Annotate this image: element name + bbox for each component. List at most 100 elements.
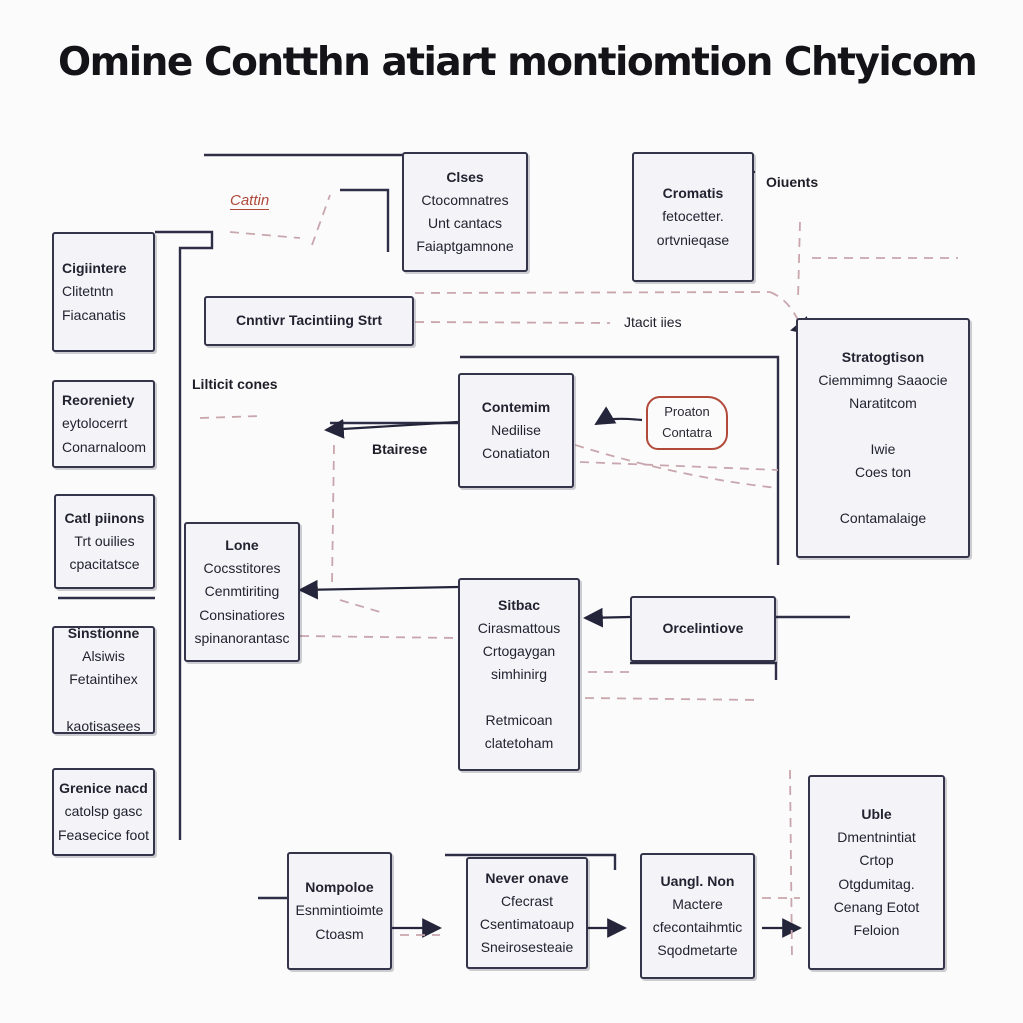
ungjnon-line-3: Sqodmetarte [657, 942, 738, 959]
cromasis-line-1: fetocetter. [662, 208, 724, 225]
cuntiver-box[interactable]: Cnntivr Tacintiing Strt [204, 296, 414, 346]
uble-line-2: Crtop [859, 852, 894, 869]
neveronave-line-3: Sneirosesteaie [480, 939, 574, 956]
mid-frame [460, 355, 780, 565]
stbac-line-4 [517, 686, 521, 709]
lone-line-0: Lone [225, 537, 259, 554]
gigintere-line-0: Cigiintere [62, 260, 127, 277]
dash-8 [199, 415, 261, 419]
arrow-curl [594, 406, 643, 426]
dash-11 [579, 461, 779, 471]
stbac-line-0: Sitbac [497, 596, 540, 613]
dash-3 [414, 321, 611, 324]
nompoloe-line-1: Esnmintioimte [295, 902, 384, 919]
catpitione-line-0: Catl piinons [64, 509, 145, 526]
contemim-line-1: Nedilise [491, 421, 541, 438]
dash-13 [339, 599, 381, 613]
orcelinove-box[interactable]: Orcelintiove [630, 596, 776, 662]
catpitione-line-2: cpacitatsce [69, 556, 140, 573]
greniceruod-line-1: catolsp gasc [64, 803, 143, 820]
arrow-to-stbac [583, 607, 631, 628]
sinstione-line-1: Alsiwis [82, 648, 125, 665]
gigintere-line-1: Clitetntn [62, 283, 114, 300]
never-frame [445, 853, 617, 870]
uble-line-0: Uble [861, 806, 892, 823]
dash-9 [331, 444, 335, 586]
stategtison-line-5: Coes ton [854, 464, 912, 481]
greniceruod-line-2: Feasecice foot [57, 826, 150, 843]
uble-line-1: Dmentnintiat [837, 829, 916, 846]
clses-line-3: Faiaptgamnone [416, 238, 514, 255]
btatrese-label: Btairese [372, 441, 428, 457]
reoretiety-line-2: Conarnaloom [62, 438, 147, 455]
orceli-frame [630, 661, 778, 680]
dash-12 [299, 635, 459, 639]
dash-1 [229, 231, 301, 239]
stbac-line-6: clatetoham [484, 735, 554, 752]
ungjnon-line-0: Uangl. Non [660, 872, 735, 889]
stbac-line-1: Cirasmattous [477, 619, 561, 636]
lone-line-4: spinanorantasc [194, 629, 290, 646]
contemim-line-2: Conatiaton [482, 445, 550, 462]
uble-line-3: Otgdumitag. [838, 875, 915, 892]
prouton-line-0: Proaton [664, 404, 710, 420]
arrow-to-lone [298, 579, 459, 600]
stategtison-line-7: Contamalaige [839, 510, 927, 527]
contemim-line-0: Contemim [481, 398, 551, 415]
uble-line-4: Cenang Eotot [833, 898, 920, 915]
stbac-line-3: simhinirg [490, 665, 547, 682]
clses-line-2: Unt cantacs [428, 215, 502, 231]
cuntiver-line-0: Cnntivr Tacintiing Strt [236, 312, 382, 329]
listie-cones-label: Lilticit cones [192, 376, 278, 392]
stategtison-line-1: Ciemmimng Saaocie [818, 371, 948, 388]
sinstione-line-3 [102, 692, 106, 715]
neveronave-line-0: Never onave [485, 869, 569, 886]
dash-10 [559, 439, 779, 489]
dash-6 [797, 221, 801, 301]
uients-label: Oiuents [766, 174, 819, 190]
stategtison-line-4: Iwie [870, 441, 896, 457]
stbac-line-5: Retmicoan [485, 712, 553, 729]
dash-14 [584, 697, 761, 701]
lone-line-2: Cenmtiriting [204, 583, 280, 600]
greniceruod-line-0: Grenice nacd [59, 780, 148, 797]
reoretiety-line-0: Reoreniety [62, 392, 135, 409]
sinstione-line-4: kaotisasees [66, 717, 141, 734]
clses-line-1: Ctocomnatres [421, 191, 509, 208]
cromasis-line-2: ortvnieqase [656, 231, 730, 248]
top-left-bracket [155, 230, 214, 840]
uble-line-5: Feloion [853, 921, 900, 938]
gigintere-line-2: Fiacanatis [62, 306, 126, 323]
arrow-to-contemim [324, 419, 459, 439]
catpitione-line-1: Trt ouilies [74, 532, 135, 549]
sinrt-ties-label: Jtacit iies [624, 314, 682, 330]
ungjnon-line-1: Mactere [672, 895, 723, 912]
stategtison-line-0: Stratogtison [841, 348, 925, 365]
lone-line-3: Consinatiores [199, 606, 285, 623]
sinstione-line-2: Fetaintihex [69, 671, 138, 688]
dash-4 [414, 291, 771, 294]
nompoloe-line-0: Nompoloe [305, 879, 374, 896]
clses-line-0: Clses [446, 168, 484, 185]
neveronave-line-2: Csentimatoaup [479, 916, 575, 932]
dash-16 [789, 769, 793, 961]
nompoloe-line-2: Ctoasm [315, 925, 364, 942]
cattin-note: Cattin [230, 192, 270, 210]
page-title: Omine Contthn atiart montiomtion Chtyico… [58, 40, 978, 85]
